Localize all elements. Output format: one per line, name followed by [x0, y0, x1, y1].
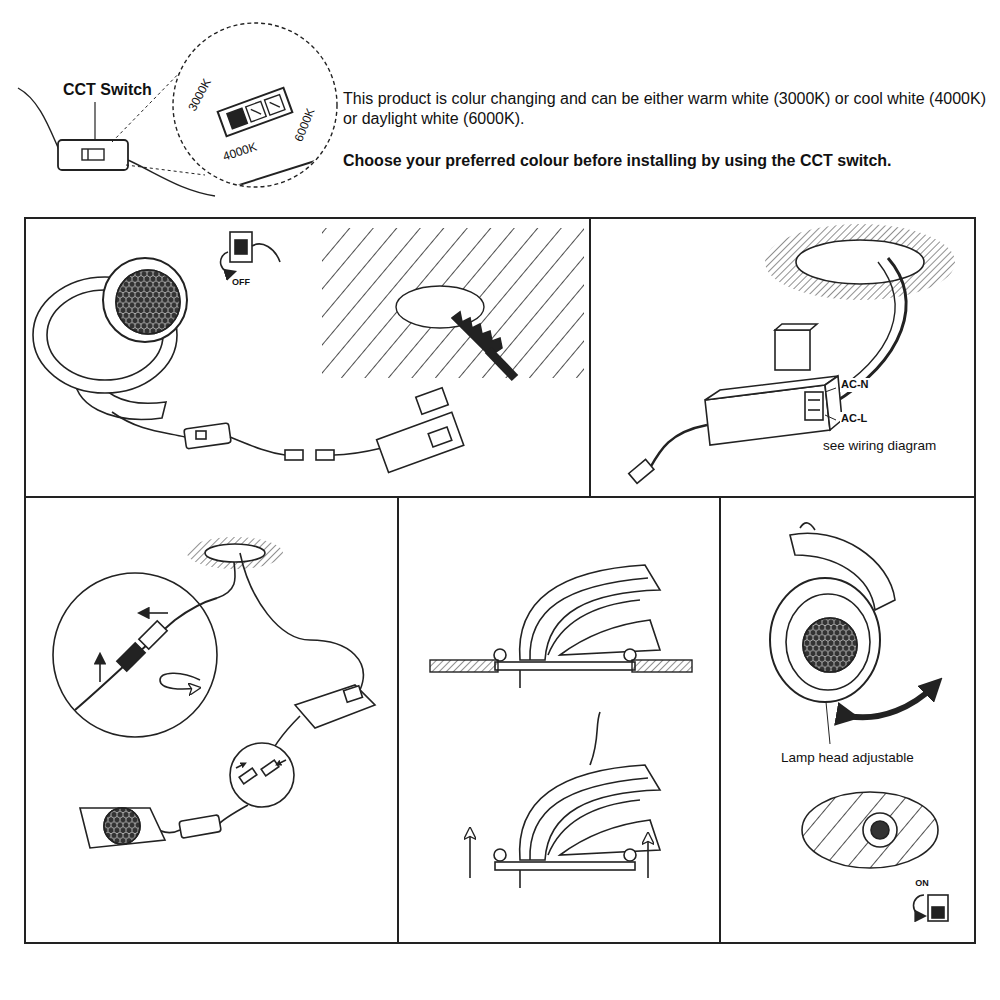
switch-setting: 6000K [291, 105, 319, 145]
terminal-label: AC-L [840, 412, 868, 426]
switch-setting: 3000K [185, 75, 215, 114]
switch-setting: 4000K [220, 139, 260, 165]
part-label: CCT Switch [62, 80, 153, 100]
switch-state: ON [914, 878, 930, 889]
note-text: This product is colur changing and can b… [342, 89, 994, 129]
terminal-label: AC-N [840, 378, 870, 392]
switch-state: OFF [231, 277, 251, 288]
instruction-text: Choose your preferred colour before inst… [342, 151, 994, 171]
note-text: see wiring diagram [822, 438, 937, 455]
callout-label: Lamp head adjustable [780, 750, 915, 767]
